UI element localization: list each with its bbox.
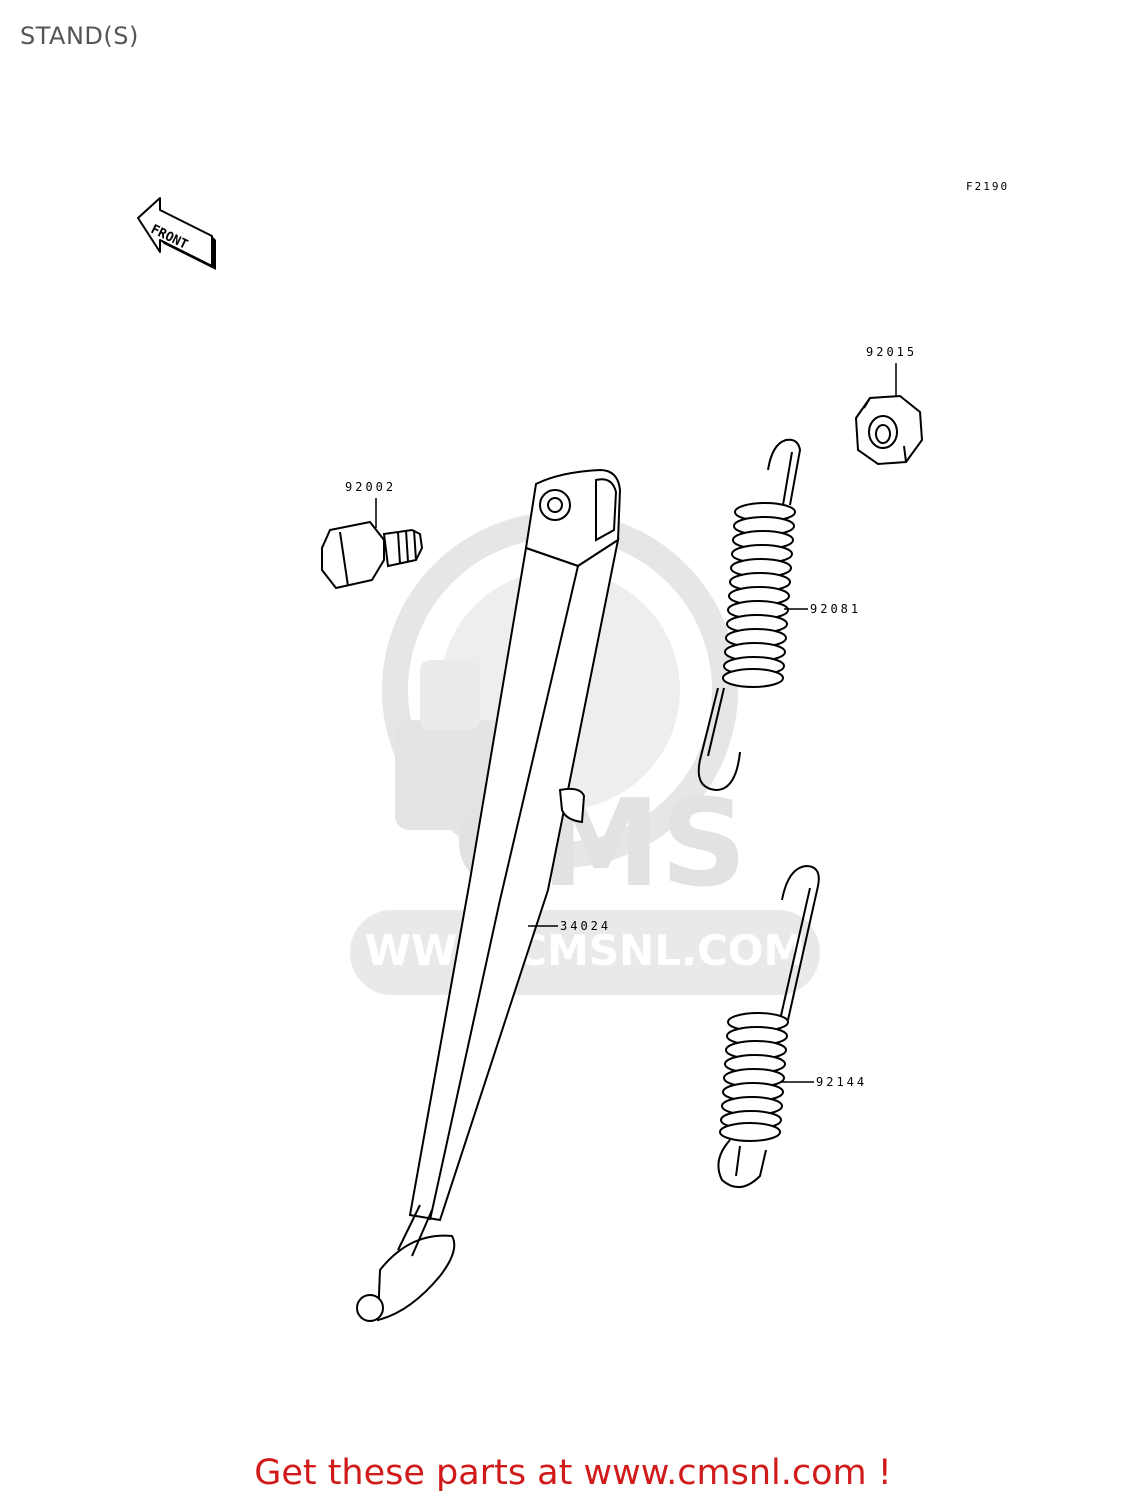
nut-92015-icon: [854, 363, 924, 466]
spring-92144-icon: [717, 864, 820, 1188]
diagram-code: F2190: [966, 180, 1010, 193]
page-title: STAND(S): [20, 22, 139, 50]
part-label-34024[interactable]: 34024: [560, 919, 612, 933]
side-stand-34024-icon: [356, 468, 622, 1322]
part-label-92015[interactable]: 92015: [866, 345, 918, 359]
part-label-92144[interactable]: 92144: [816, 1075, 868, 1089]
part-label-92081[interactable]: 92081: [810, 602, 862, 616]
front-arrow-icon: FRONT: [137, 197, 216, 270]
watermark-url: WWW.CMSNL.COM: [365, 926, 806, 975]
part-label-92002[interactable]: 92002: [345, 480, 397, 494]
spring-92081-icon: [697, 438, 808, 792]
footer-link[interactable]: Get these parts at www.cmsnl.com !: [254, 1453, 892, 1493]
bolt-92002-icon: [321, 498, 424, 590]
